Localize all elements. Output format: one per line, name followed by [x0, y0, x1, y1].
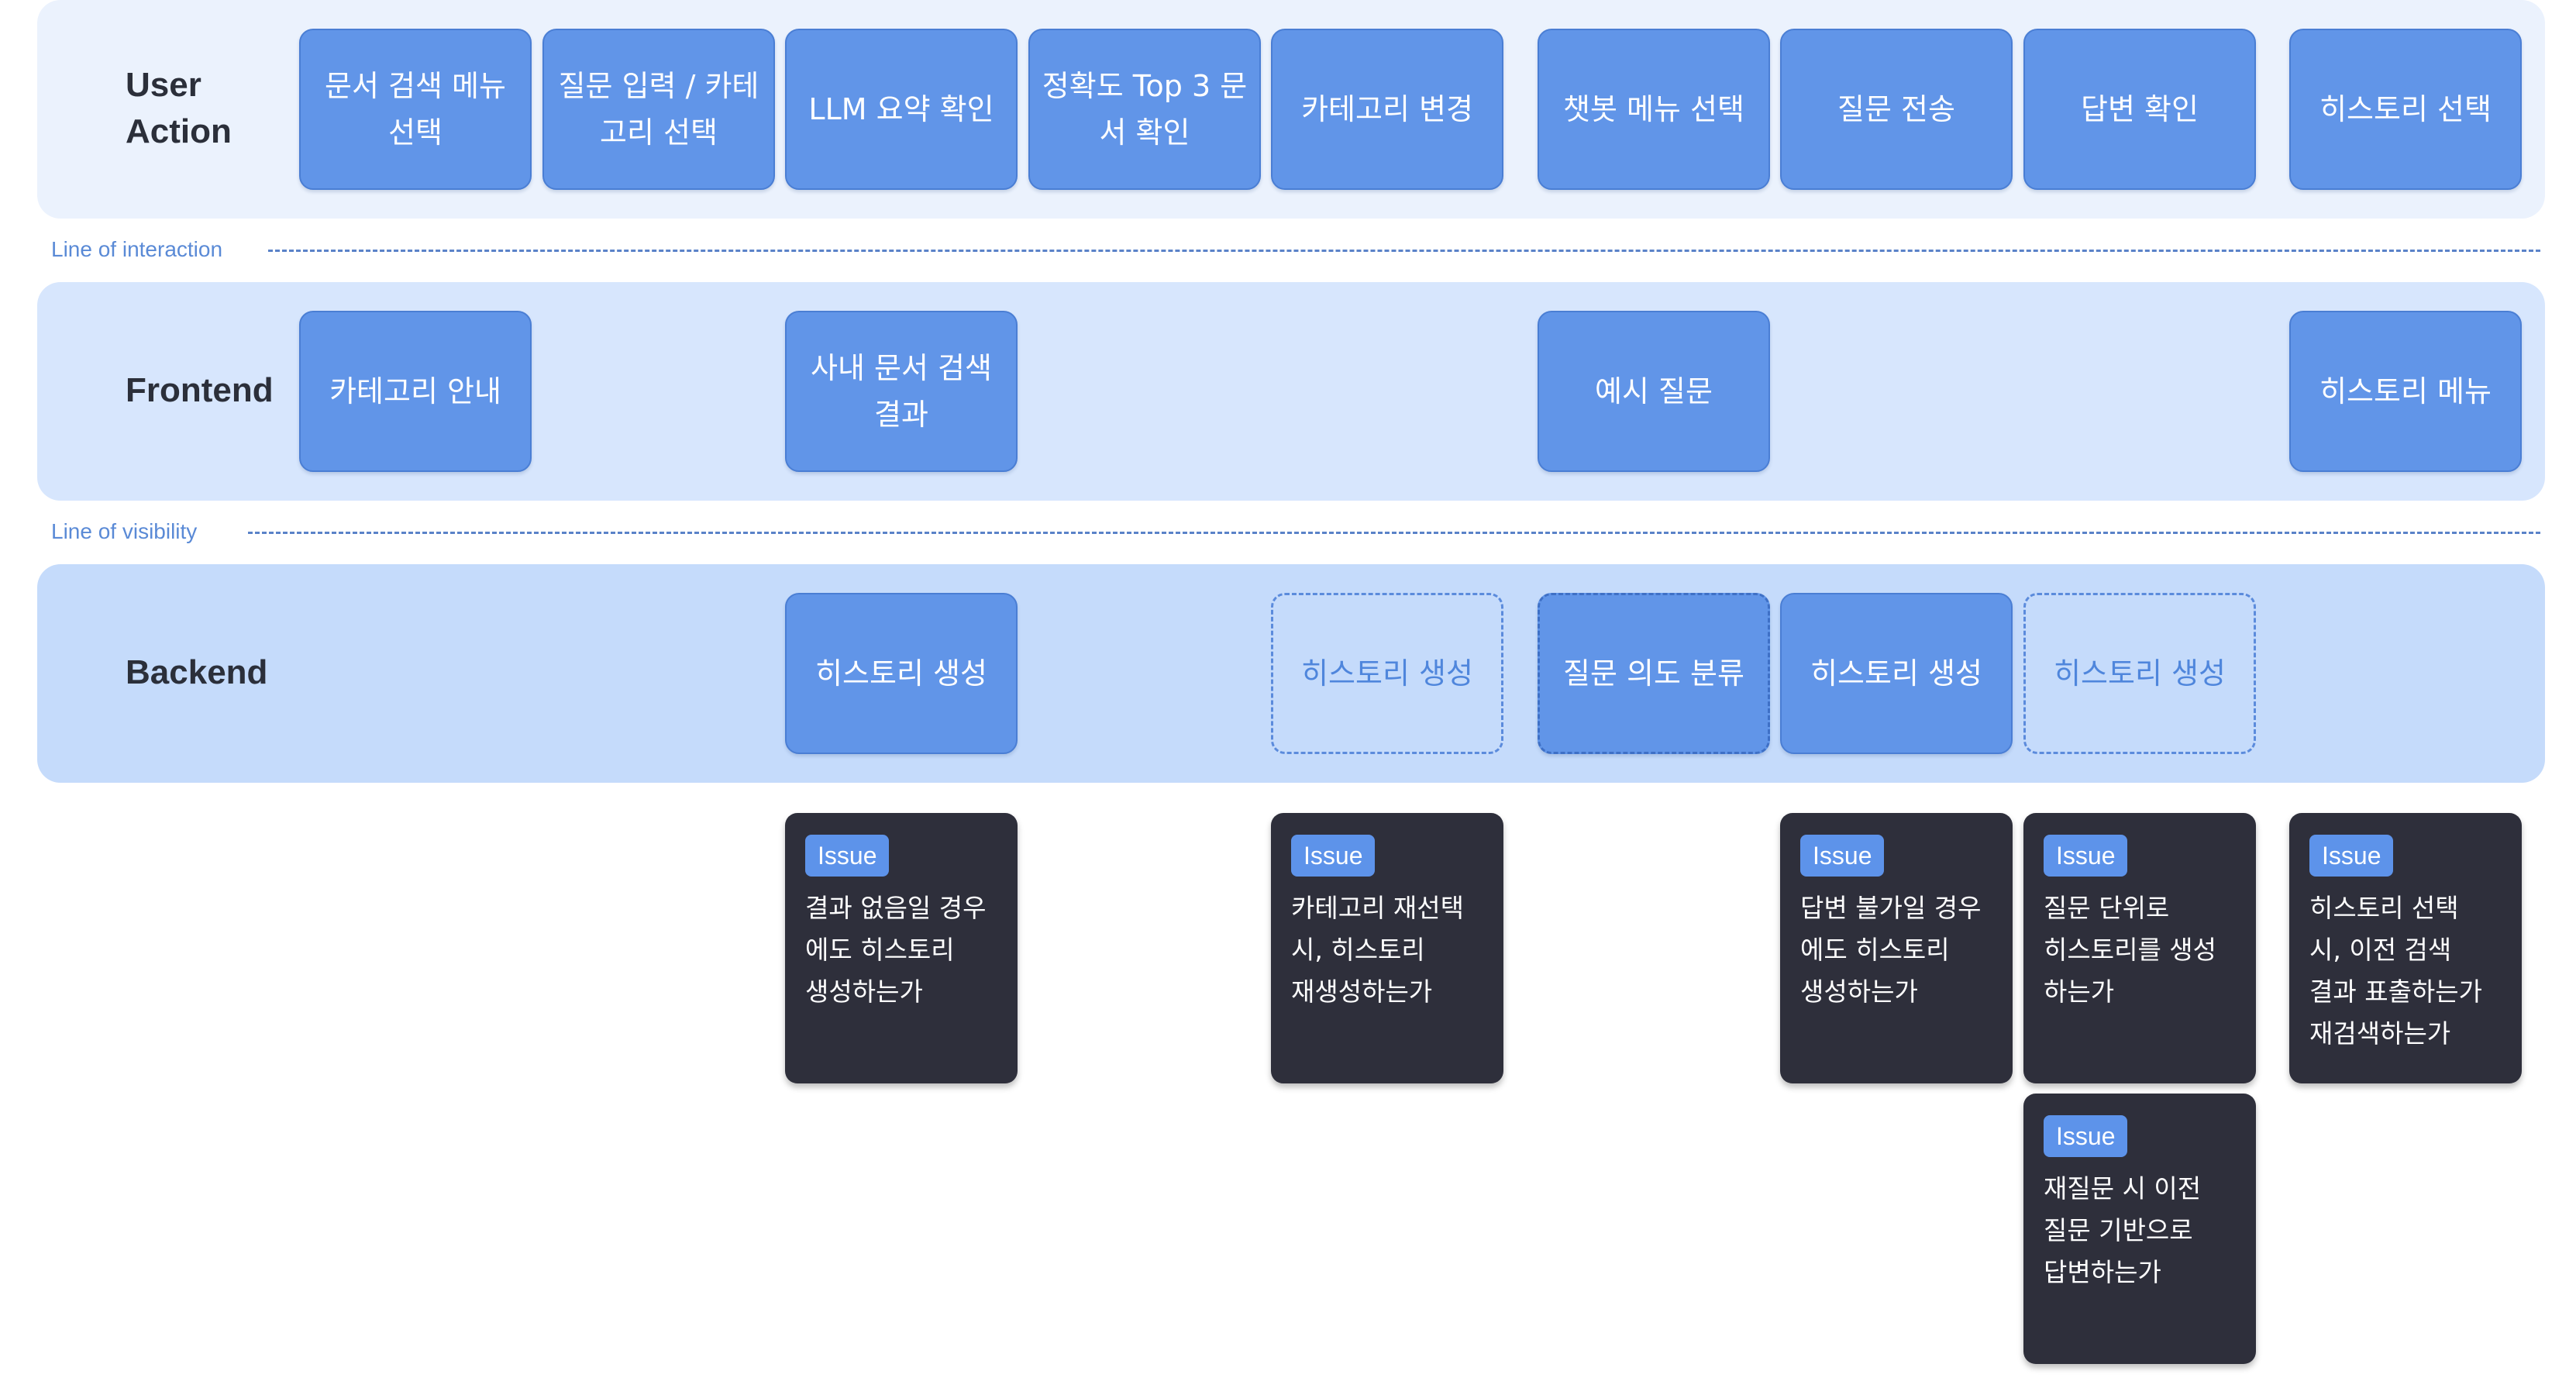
issue-text: 질문 단위로 히스토리를 생성 하는가 [2044, 893, 2217, 1007]
issue-text: 히스토리 선택 시, 이전 검색 결과 표출하는가 재검색하는가 [2309, 893, 2483, 1049]
issue-tag: Issue [1291, 835, 1376, 877]
lane-label-frontend: Frontend [126, 371, 274, 409]
backend-history-create-3[interactable]: 히스토리 생성 [1780, 593, 2013, 754]
issue-card-6: Issue 재질문 시 이전 질문 기반으로 답변하는가 [2023, 1094, 2256, 1364]
issue-tag: Issue [2044, 1115, 2128, 1157]
backend-history-create-4[interactable]: 히스토리 생성 [2023, 593, 2256, 754]
issue-text: 카테고리 재선택 시, 히스토리 재생성하는가 [1291, 893, 1465, 1007]
line-of-visibility-label: Line of visibility [51, 519, 198, 543]
backend-history-create-1[interactable]: 히스토리 생성 [785, 593, 1018, 754]
issue-text: 재질문 시 이전 질문 기반으로 답변하는가 [2044, 1173, 2202, 1287]
backend-question-intent-classify[interactable]: 질문 의도 분류 [1538, 593, 1770, 754]
line-of-interaction-label: Line of interaction [51, 237, 223, 261]
issue-tag: Issue [2044, 835, 2128, 877]
issue-text: 답변 불가일 경우 에도 히스토리 생성하는가 [1800, 893, 1982, 1007]
user-action-top3-docs[interactable]: 정확도 Top 3 문서 확인 [1028, 29, 1261, 190]
user-action-llm-summary[interactable]: LLM 요약 확인 [785, 29, 1018, 190]
line-of-interaction [268, 250, 2540, 252]
backend-lane: Backend [37, 564, 2545, 783]
frontend-category-guide[interactable]: 카테고리 안내 [299, 311, 532, 472]
issue-card-1: Issue 결과 없음일 경우 에도 히스토리 생성하는가 [785, 813, 1018, 1083]
user-action-chatbot-menu[interactable]: 챗봇 메뉴 선택 [1538, 29, 1770, 190]
issue-card-2: Issue 카테고리 재선택 시, 히스토리 재생성하는가 [1271, 813, 1503, 1083]
frontend-doc-search-result[interactable]: 사내 문서 검색 결과 [785, 311, 1018, 472]
issue-text: 결과 없음일 경우 에도 히스토리 생성하는가 [805, 893, 987, 1007]
line-of-visibility [248, 532, 2540, 534]
user-action-select-history[interactable]: 히스토리 선택 [2289, 29, 2522, 190]
lane-label-user-action: User Action [126, 66, 232, 150]
lane-label-backend: Backend [126, 653, 268, 691]
user-action-question-input[interactable]: 질문 입력 / 카테고리 선택 [542, 29, 775, 190]
issue-tag: Issue [2309, 835, 2394, 877]
issue-tag: Issue [805, 835, 890, 877]
issue-card-3: Issue 답변 불가일 경우 에도 히스토리 생성하는가 [1780, 813, 2013, 1083]
user-action-check-answer[interactable]: 답변 확인 [2023, 29, 2256, 190]
issue-card-5: Issue 히스토리 선택 시, 이전 검색 결과 표출하는가 재검색하는가 [2289, 813, 2522, 1083]
frontend-example-question[interactable]: 예시 질문 [1538, 311, 1770, 472]
user-action-send-question[interactable]: 질문 전송 [1780, 29, 2013, 190]
backend-history-create-2[interactable]: 히스토리 생성 [1271, 593, 1503, 754]
frontend-history-menu[interactable]: 히스토리 메뉴 [2289, 311, 2522, 472]
user-action-doc-search-menu[interactable]: 문서 검색 메뉴 선택 [299, 29, 532, 190]
issue-card-4: Issue 질문 단위로 히스토리를 생성 하는가 [2023, 813, 2256, 1083]
issue-tag: Issue [1800, 835, 1885, 877]
user-action-change-category[interactable]: 카테고리 변경 [1271, 29, 1503, 190]
